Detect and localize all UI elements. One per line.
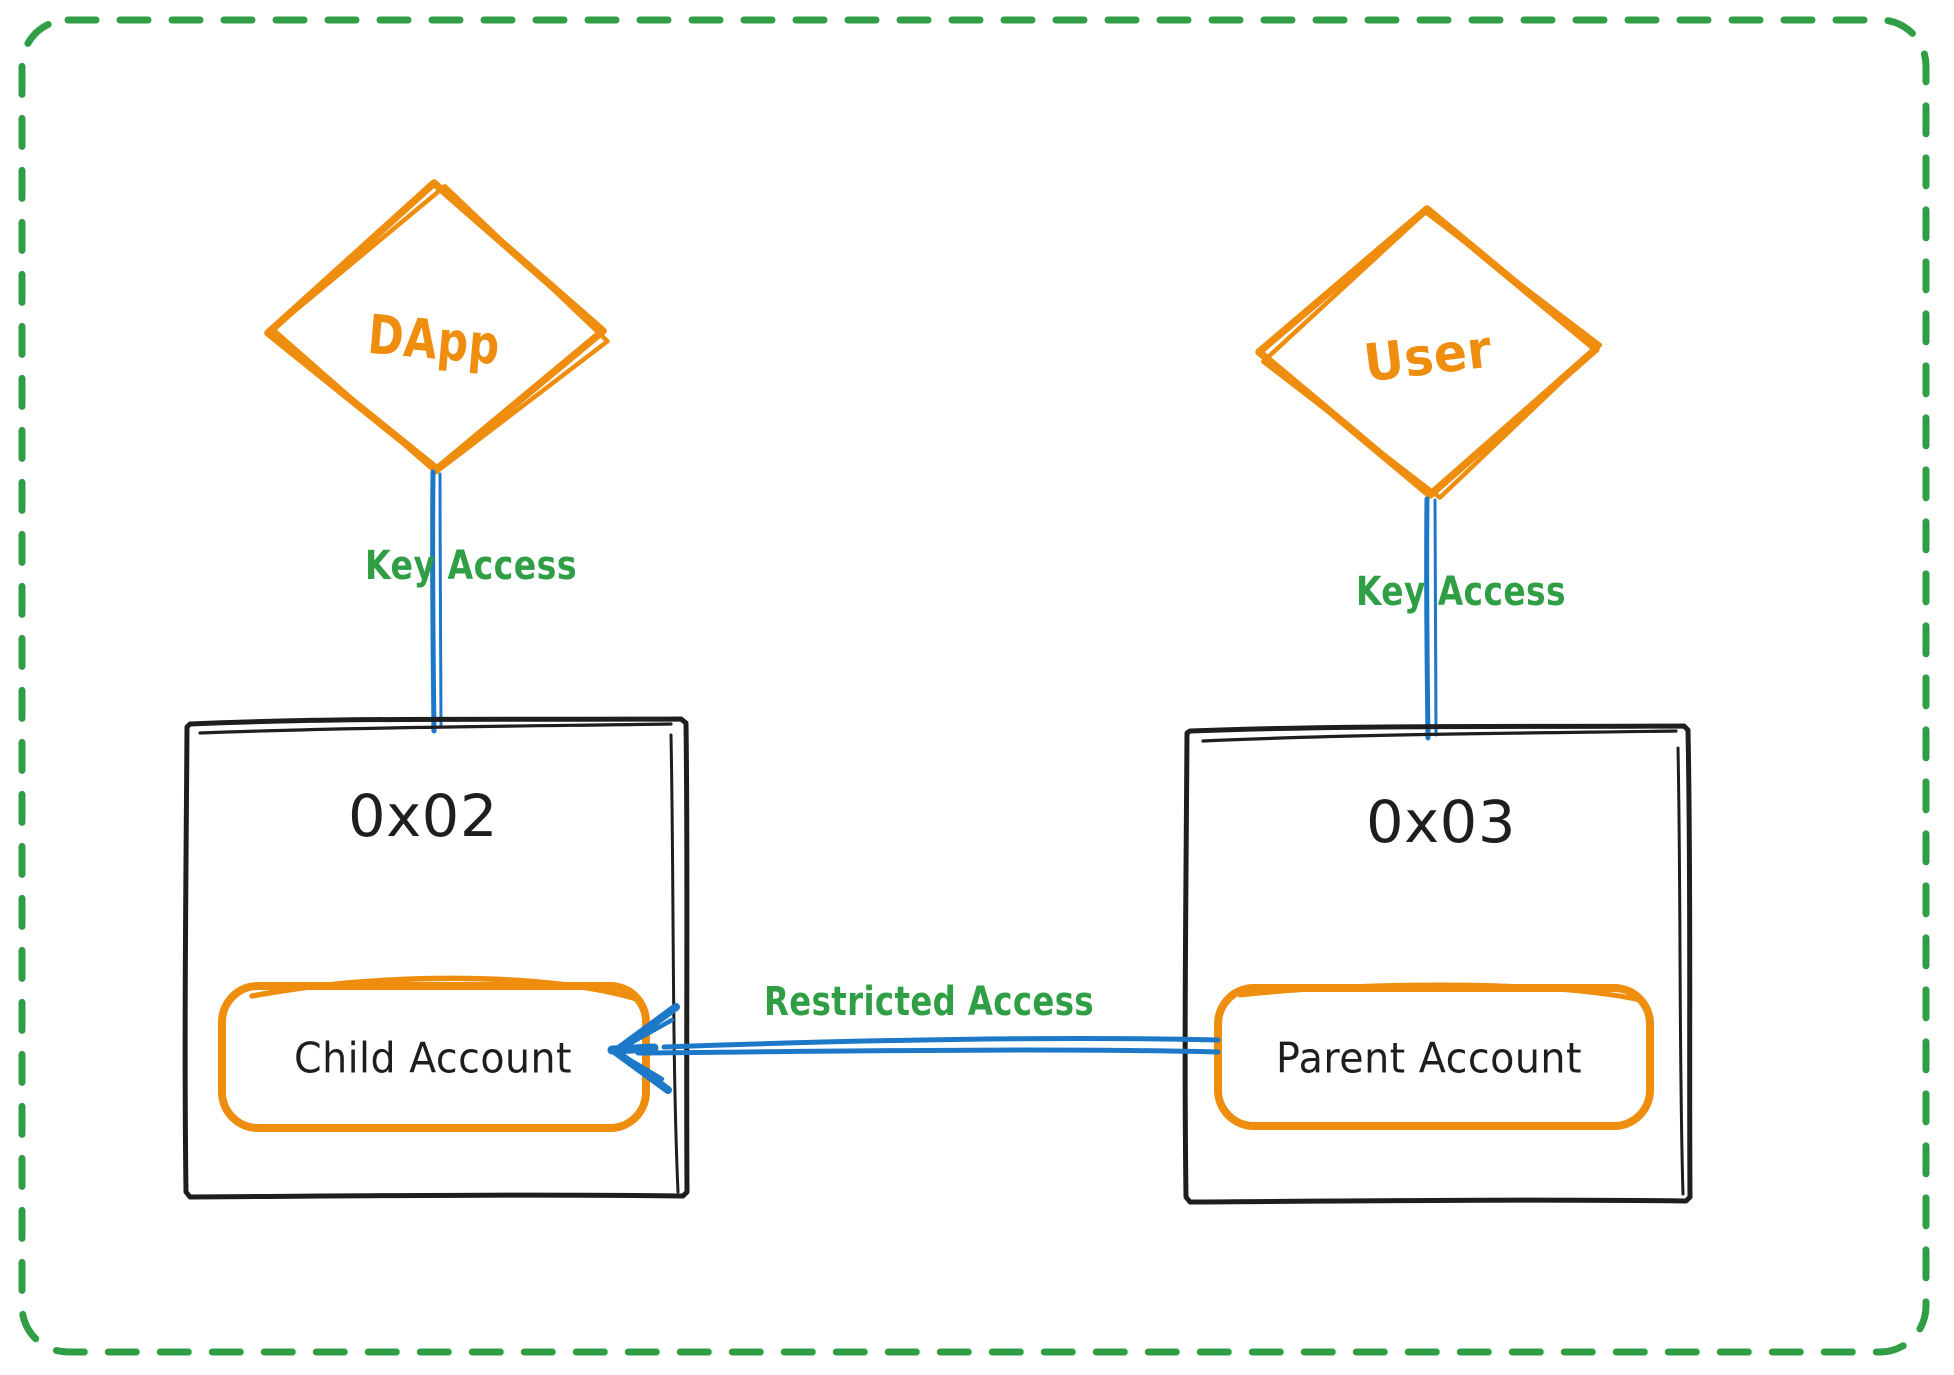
parent-account-pill: Parent Account	[1214, 982, 1654, 1130]
wallet-box-outline	[182, 716, 690, 1200]
child-account-top-swoosh	[249, 975, 643, 1003]
user-diamond-fill	[1255, 205, 1600, 499]
key-access-edge-user: Key Access	[1356, 496, 1566, 741]
parent-account-label: Parent Account	[1276, 1034, 1582, 1083]
wallet-box-top-double	[1201, 729, 1678, 743]
key-access-edge-dapp: Key Access	[365, 469, 577, 734]
child-account-box	[218, 982, 650, 1132]
dapp-diamond: DApp	[264, 179, 610, 475]
user-diamond-outline	[1261, 209, 1603, 500]
key-access-label-user: Key Access	[1356, 569, 1566, 615]
canvas-border	[18, 16, 1930, 1356]
child-account-pill: Child Account	[218, 975, 650, 1132]
wallet-box-0x02: 0x02 Child Account	[182, 716, 690, 1200]
dapp-label: DApp	[366, 303, 503, 377]
user-diamond: User	[1255, 205, 1603, 500]
wallet-box-right-double	[669, 733, 680, 1194]
key-access-label-dapp: Key Access	[365, 543, 577, 589]
wallet-box-top-double	[198, 722, 673, 735]
edge-line-double	[438, 472, 443, 729]
wallet-box-0x03: 0x03 Parent Account	[1182, 723, 1693, 1205]
restricted-access-label: Restricted Access	[764, 979, 1094, 1025]
dapp-diamond-outline	[270, 184, 610, 475]
restricted-access-arrow: Restricted Access	[607, 979, 1221, 1094]
parent-account-box	[1214, 984, 1654, 1130]
arrow-head	[607, 1003, 680, 1094]
wallet-address-0x03: 0x03	[1366, 788, 1516, 856]
wallet-box-right-double	[1676, 746, 1685, 1196]
parent-account-top-swoosh	[1237, 982, 1643, 1003]
edge-line	[430, 469, 437, 734]
arrow-shaft-lower	[635, 1047, 1221, 1056]
arrow-shaft-upper	[661, 1035, 1221, 1050]
child-account-label: Child Account	[294, 1034, 572, 1083]
edge-line-double	[1433, 498, 1438, 737]
user-label: User	[1361, 319, 1495, 394]
wallet-address-0x02: 0x02	[348, 782, 498, 850]
edge-line	[1424, 496, 1431, 741]
